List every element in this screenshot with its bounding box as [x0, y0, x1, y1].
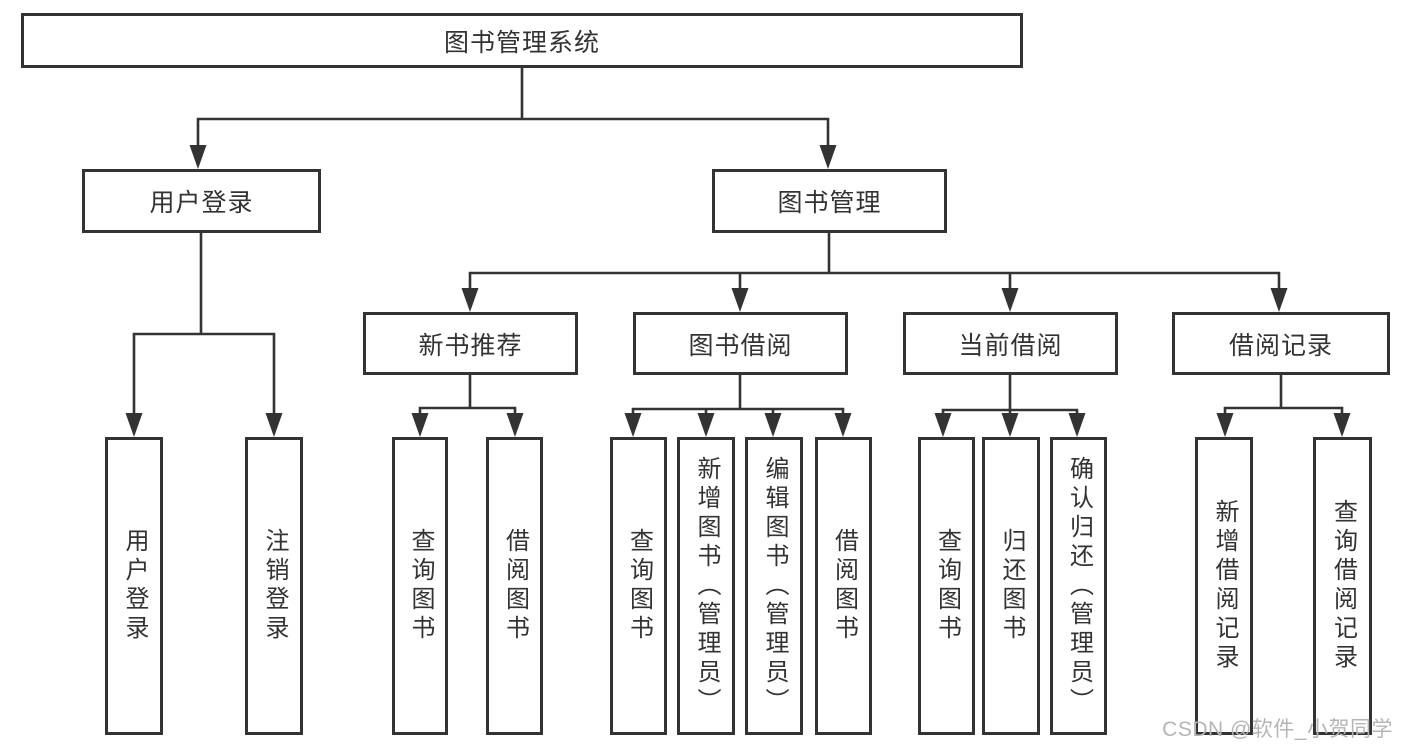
node-borrow-records-label: 借阅记录 — [1228, 331, 1333, 360]
leaf-add-borrow-record-label: 新增借阅记录 — [1211, 499, 1238, 673]
node-root: 图书管理系统 — [21, 13, 1023, 68]
node-user-login: 用户登录 — [82, 169, 321, 233]
leaf-edit-books-admin: 编辑图书（管理员） — [745, 437, 803, 735]
leaf-return-books: 归还图书 — [982, 437, 1040, 735]
leaf-return-books-label: 归还图书 — [998, 528, 1025, 644]
leaf-query-borrow-record: 查询借阅记录 — [1313, 437, 1372, 735]
leaf-user-login: 用户登录 — [105, 437, 163, 735]
leaf-recommend-borrow-books-label: 借阅图书 — [501, 528, 529, 644]
watermark: CSDN @软件_小贺同学 — [1162, 718, 1393, 741]
leaf-recommend-query-books: 查询图书 — [392, 437, 448, 735]
node-book-borrow-label: 图书借阅 — [688, 331, 793, 360]
leaf-recommend-borrow-books: 借阅图书 — [486, 437, 543, 735]
node-new-book-recommend: 新书推荐 — [363, 312, 578, 375]
leaf-query-borrow-record-label: 查询借阅记录 — [1329, 499, 1357, 673]
leaf-borrow-query-books: 查询图书 — [610, 437, 667, 735]
node-current-borrow: 当前借阅 — [903, 312, 1118, 375]
leaf-edit-books-admin-label: 编辑图书（管理员） — [761, 455, 788, 717]
node-user-login-label: 用户登录 — [149, 189, 254, 217]
leaf-current-query-books: 查询图书 — [918, 437, 975, 735]
leaf-recommend-query-books-label: 查询图书 — [407, 528, 434, 644]
leaf-user-login-label: 用户登录 — [121, 528, 148, 644]
node-new-book-recommend-label: 新书推荐 — [418, 331, 523, 360]
leaf-borrow-books-label: 借阅图书 — [830, 528, 858, 644]
leaf-confirm-return-admin: 确认归还（管理员） — [1050, 437, 1107, 735]
leaf-logout-label: 注销登录 — [261, 528, 288, 644]
leaf-current-query-books-label: 查询图书 — [933, 528, 961, 644]
leaf-add-books-admin: 新增图书（管理员） — [677, 437, 735, 735]
node-root-label: 图书管理系统 — [443, 28, 600, 57]
node-book-borrow: 图书借阅 — [633, 312, 848, 375]
node-book-management-label: 图书管理 — [777, 189, 882, 217]
node-book-management: 图书管理 — [712, 169, 947, 233]
leaf-add-borrow-record: 新增借阅记录 — [1195, 437, 1253, 735]
leaf-logout: 注销登录 — [245, 437, 303, 735]
leaf-confirm-return-admin-label: 确认归还（管理员） — [1065, 455, 1093, 717]
node-current-borrow-label: 当前借阅 — [958, 331, 1063, 360]
leaf-borrow-query-books-label: 查询图书 — [625, 528, 653, 644]
leaf-borrow-books: 借阅图书 — [815, 437, 872, 735]
leaf-add-books-admin-label: 新增图书（管理员） — [693, 455, 720, 717]
node-borrow-records: 借阅记录 — [1172, 312, 1390, 375]
